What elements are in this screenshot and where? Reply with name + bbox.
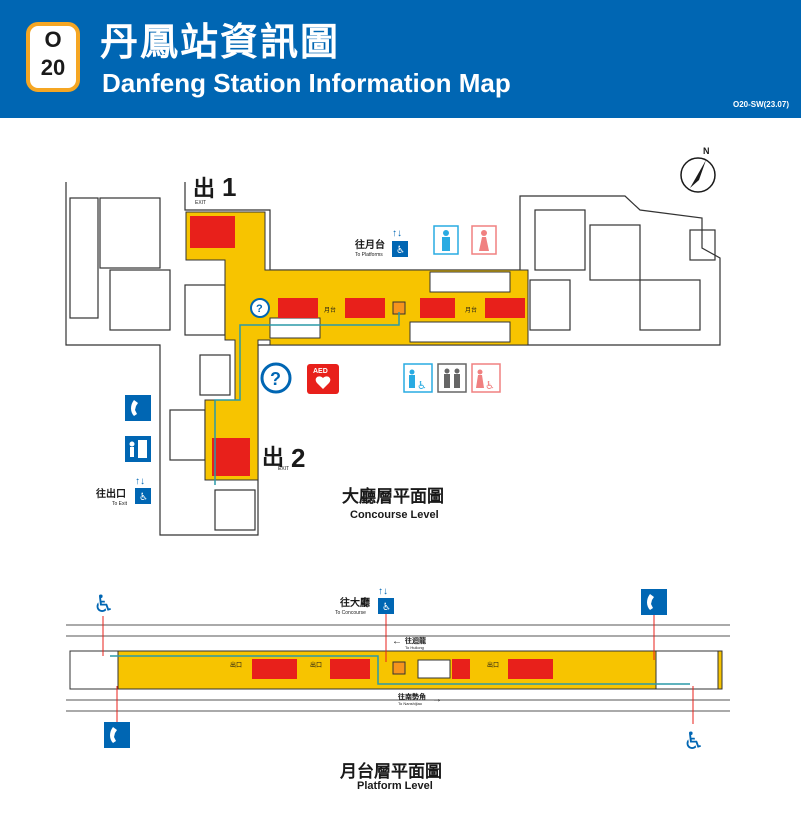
atm-icon <box>125 436 151 462</box>
telephone-icon-west <box>104 686 130 748</box>
escalator-label-2: 月台 <box>465 306 477 314</box>
map-code: O20-SW(23.07) <box>732 100 789 109</box>
platform-west-room <box>69 650 119 690</box>
station-code-badge: O 20 <box>26 22 80 92</box>
wheelchair-glyph: ♿ <box>396 245 405 256</box>
platform-east-room <box>655 650 719 690</box>
svg-text:↑↓: ↑↓ <box>135 476 145 487</box>
escalator-label-1: 月台 <box>324 306 336 314</box>
escalator-group <box>190 216 525 476</box>
accessible-route <box>214 312 400 485</box>
svg-text:↑↓: ↑↓ <box>378 586 388 597</box>
platform-exit-label-2: 出口 <box>310 661 322 669</box>
platform-exit-label-3: 出口 <box>487 661 499 669</box>
to-concourse-en: To Concourse <box>335 610 366 616</box>
exit-2-sign: 出 2 EXIT <box>262 443 305 473</box>
concourse-title-en: Concourse Level <box>350 509 439 521</box>
elevator-icon-platform <box>378 598 394 614</box>
exit-2-en: EXIT <box>278 466 289 472</box>
svg-text:♿: ♿ <box>485 380 495 392</box>
platform-escalator-2 <box>330 659 370 679</box>
restroom-icons-bottom: ♿ ♿ <box>403 363 501 393</box>
svg-text:♿: ♿ <box>382 602 391 613</box>
aed-label: AED <box>313 368 328 375</box>
escalator-concourse-3 <box>420 298 455 318</box>
north-arrow-icon: N <box>680 146 716 193</box>
to-nanshijiao-en: To Nanshijiao <box>398 701 423 706</box>
platform-exit-label-1: 出口 <box>230 661 242 669</box>
platform-exit-labels: 出口 出口 出口 <box>230 661 499 669</box>
page-title-zh: 丹鳳站資訊圖 <box>100 20 341 64</box>
platform-elevator <box>392 661 406 675</box>
telephone-icon-east <box>641 589 667 660</box>
svg-text:♿: ♿ <box>417 380 427 392</box>
building-outline <box>65 182 721 536</box>
platform-escalator-4 <box>508 659 553 679</box>
to-nanshijiao-zh: 往南勢角 <box>398 692 426 701</box>
family-restroom-icon <box>437 363 467 393</box>
escalator-concourse-2 <box>345 298 385 318</box>
concourse-title-zh: 大廳層平面圖 <box>342 486 444 507</box>
accessible-male-restroom-icon <box>403 363 433 393</box>
line-letter: O <box>44 27 62 52</box>
to-concourse-zh: 往大廳 <box>340 596 370 609</box>
platform-escalator-3 <box>452 659 470 679</box>
elevator-icon-exit <box>135 488 151 504</box>
to-huilong-en: To Huilong <box>405 645 424 650</box>
escalator-concourse-4 <box>485 298 525 318</box>
svg-text:→: → <box>432 694 442 705</box>
to-exit-sign: 往出口 To Exit ♿ ↑↓ <box>96 476 151 507</box>
platform-level-map: 出口 出口 出口 往大廳 To Concourse ♿ ↑↓ ← 往迴龍 To … <box>66 586 730 792</box>
svg-text:?: ? <box>270 369 281 389</box>
svg-text:←: ← <box>392 636 402 647</box>
information-icons: ? ? <box>250 298 292 394</box>
aed-icon: AED <box>307 364 339 394</box>
escalator-exit2 <box>212 438 250 476</box>
escalator-labels: 月台 月台 <box>324 306 477 314</box>
to-exit-zh: 往出口 <box>96 487 126 500</box>
restroom-icons-top <box>433 225 497 255</box>
exit-1-zh: 出 <box>193 177 215 202</box>
direction-nanshijiao: 往南勢角 To Nanshijiao → <box>398 692 442 706</box>
svg-text:♿: ♿ <box>93 591 115 618</box>
svg-text:♿: ♿ <box>683 728 705 755</box>
wheelchair-icon-west: ♿ <box>93 591 115 656</box>
track-lines <box>66 624 730 712</box>
svg-text:?: ? <box>256 303 263 315</box>
platform-title-en: Platform Level <box>357 780 433 792</box>
station-map: 月台 月台 出 1 EXIT 出 2 EXIT 往月台 To Platforms… <box>65 146 730 792</box>
elevator-icon <box>392 241 408 257</box>
svg-text:♿: ♿ <box>139 492 148 503</box>
station-number: 20 <box>40 55 66 80</box>
to-concourse-sign: 往大廳 To Concourse ♿ ↑↓ <box>335 586 394 662</box>
header-bar: O 20 丹鳳站資訊圖 Danfeng Station Information … <box>0 0 801 118</box>
exit-1-en: EXIT <box>195 200 206 206</box>
escalator-exit1 <box>190 216 235 248</box>
to-huilong-zh: 往迴龍 <box>405 636 426 645</box>
exit-1-number: 1 <box>222 172 236 202</box>
exit-2-number: 2 <box>291 443 305 473</box>
to-exit-en: To Exit <box>112 501 128 507</box>
information-icon <box>260 362 292 394</box>
concourse-level-map: 月台 月台 出 1 EXIT 出 2 EXIT 往月台 To Platforms… <box>65 146 721 536</box>
platform-escalators <box>252 659 553 679</box>
exit-1-sign: 出 1 EXIT <box>193 172 236 206</box>
escalator-concourse-1 <box>278 298 318 318</box>
platform-escalator-1 <box>252 659 297 679</box>
concourse-rooms <box>269 271 511 343</box>
information-icon-small <box>250 298 270 318</box>
platform-title-zh: 月台層平面圖 <box>339 761 442 782</box>
to-platforms-en: To Platforms <box>355 252 383 258</box>
platform-center-room <box>417 659 451 679</box>
to-platforms-sign: 往月台 To Platforms ♿ ↑↓ <box>355 228 408 258</box>
telephone-icon <box>125 395 151 421</box>
wheelchair-icon-east: ♿ <box>683 686 705 755</box>
exit-2-zh: 出 <box>262 446 284 471</box>
direction-huilong: ← 往迴龍 To Huilong <box>392 636 426 650</box>
north-label: N <box>703 146 710 156</box>
platform-accessible-route <box>110 655 690 685</box>
up-down-arrow-icon: ↑↓ <box>392 228 402 239</box>
page-title-en: Danfeng Station Information Map <box>102 68 511 98</box>
to-platforms-zh: 往月台 <box>355 238 385 251</box>
